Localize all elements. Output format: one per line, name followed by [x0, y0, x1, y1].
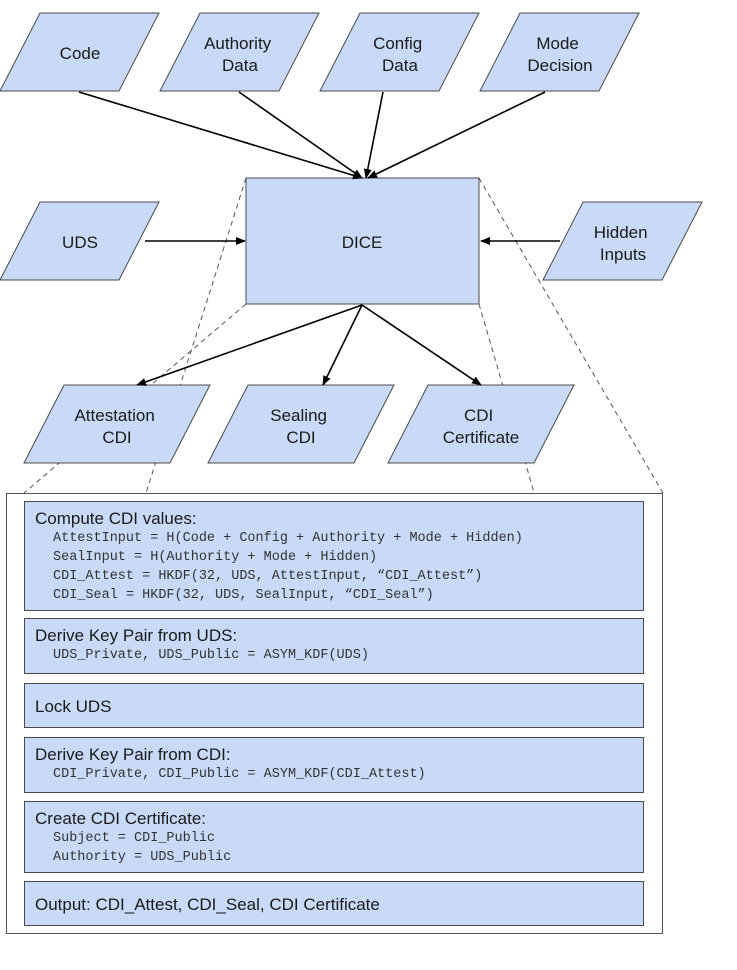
input-code-shape	[0, 12, 160, 92]
step-derive-cdi-key-pair: Derive Key Pair from CDI: CDI_Private, C…	[24, 737, 644, 793]
output-cdi-certificate-line1: CDI	[464, 406, 493, 425]
svg-text:Config Data: Config Data	[373, 34, 427, 75]
arrow-dice-to-sealing	[322, 304, 363, 386]
svg-text:Authority Data: Authority Data	[204, 34, 276, 75]
arrow-code-to-dice	[78, 91, 363, 180]
input-config-data-shape	[319, 12, 480, 92]
input-mode-decision-line1: Mode	[536, 34, 579, 53]
dice-core: DICE	[245, 177, 480, 305]
step-compute-cdi-values: Compute CDI values: AttestInput = H(Code…	[24, 501, 644, 611]
svg-text:Code: Code	[60, 44, 101, 63]
input-authority-data: Authority Data	[159, 12, 320, 92]
output-cdi-certificate: CDI Certificate	[387, 384, 575, 464]
arrow-authority-to-dice	[238, 91, 363, 179]
input-uds: UDS	[0, 201, 160, 281]
step-lock-uds: Lock UDS	[24, 683, 644, 728]
svg-text:Hidden Inputs: Hidden Inputs	[594, 223, 653, 264]
step-title: Compute CDI values:	[35, 509, 197, 528]
input-uds-line1: UDS	[62, 233, 98, 252]
svg-text:CDI Certificate: CDI Certificate	[443, 406, 520, 447]
output-sealing-cdi-shape	[207, 384, 395, 464]
step-line: CDI_Private, CDI_Public = ASYM_KDF(CDI_A…	[53, 767, 426, 782]
svg-text:UDS: UDS	[62, 233, 98, 252]
step-line: AttestInput = H(Code + Config + Authorit…	[53, 531, 523, 546]
output-sealing-cdi-line1: Sealing	[270, 406, 327, 425]
step-title: Derive Key Pair from UDS:	[35, 626, 238, 645]
output-cdi-certificate-line2: Certificate	[443, 428, 520, 447]
step-title: Output: CDI_Attest, CDI_Seal, CDI Certif…	[35, 895, 380, 914]
dice-core-label: DICE	[342, 233, 383, 252]
arrow-dice-to-certificate	[361, 304, 482, 386]
input-hidden-inputs-line2: Inputs	[600, 245, 646, 264]
input-mode-decision-line2: Decision	[527, 56, 592, 75]
input-config-data: Config Data	[319, 12, 480, 92]
input-hidden-inputs-shape	[542, 201, 703, 281]
step-line: Authority = UDS_Public	[53, 850, 232, 865]
step-line: CDI_Seal = HKDF(32, UDS, SealInput, “CDI…	[53, 588, 434, 603]
arrow-config-to-dice	[363, 91, 384, 179]
step-line: Subject = CDI_Public	[53, 831, 216, 846]
input-mode-decision-shape	[479, 12, 640, 92]
step-title: Derive Key Pair from CDI:	[35, 745, 231, 764]
output-sealing-cdi: Sealing CDI	[207, 384, 395, 464]
svg-text:Sealing CDI: Sealing CDI	[270, 406, 331, 447]
output-cdi-certificate-shape	[387, 384, 575, 464]
svg-text:DICE: DICE	[342, 233, 383, 252]
output-attestation-cdi: Attestation CDI	[23, 384, 211, 464]
svg-text:Mode Decision: Mode Decision	[527, 34, 592, 75]
input-code: Code	[0, 12, 160, 92]
input-code-line1: Code	[60, 44, 101, 63]
zoom-line-outer-right	[478, 177, 664, 494]
step-line: CDI_Attest = HKDF(32, UDS, AttestInput, …	[53, 569, 483, 584]
input-uds-shape	[0, 201, 160, 281]
input-authority-data-line1: Authority	[204, 34, 272, 53]
input-config-data-line2: Data	[382, 56, 418, 75]
input-hidden-inputs: Hidden Inputs	[542, 201, 703, 281]
output-attestation-cdi-line2: CDI	[102, 428, 131, 447]
arrows	[78, 91, 560, 386]
input-authority-data-shape	[159, 12, 320, 92]
input-config-data-line1: Config	[373, 34, 422, 53]
input-hidden-inputs-line1: Hidden	[594, 223, 648, 242]
output-sealing-cdi-line2: CDI	[286, 428, 315, 447]
input-authority-data-line2: Data	[222, 56, 258, 75]
arrow-mode-to-dice	[367, 91, 546, 179]
step-line: UDS_Private, UDS_Public = ASYM_KDF(UDS)	[53, 648, 369, 663]
output-attestation-cdi-shape	[23, 384, 211, 464]
step-line: SealInput = H(Authority + Mode + Hidden)	[53, 550, 378, 565]
input-mode-decision: Mode Decision	[479, 12, 640, 92]
svg-text:Attestation CDI: Attestation CDI	[74, 406, 159, 447]
step-create-cdi-certificate: Create CDI Certificate: Subject = CDI_Pu…	[24, 801, 644, 873]
step-output: Output: CDI_Attest, CDI_Seal, CDI Certif…	[24, 881, 644, 926]
arrow-dice-to-attestation	[136, 304, 363, 386]
step-title: Create CDI Certificate:	[35, 809, 206, 828]
step-title: Lock UDS	[35, 697, 112, 716]
step-derive-uds-key-pair: Derive Key Pair from UDS: UDS_Private, U…	[24, 618, 644, 674]
output-attestation-cdi-line1: Attestation	[74, 406, 154, 425]
